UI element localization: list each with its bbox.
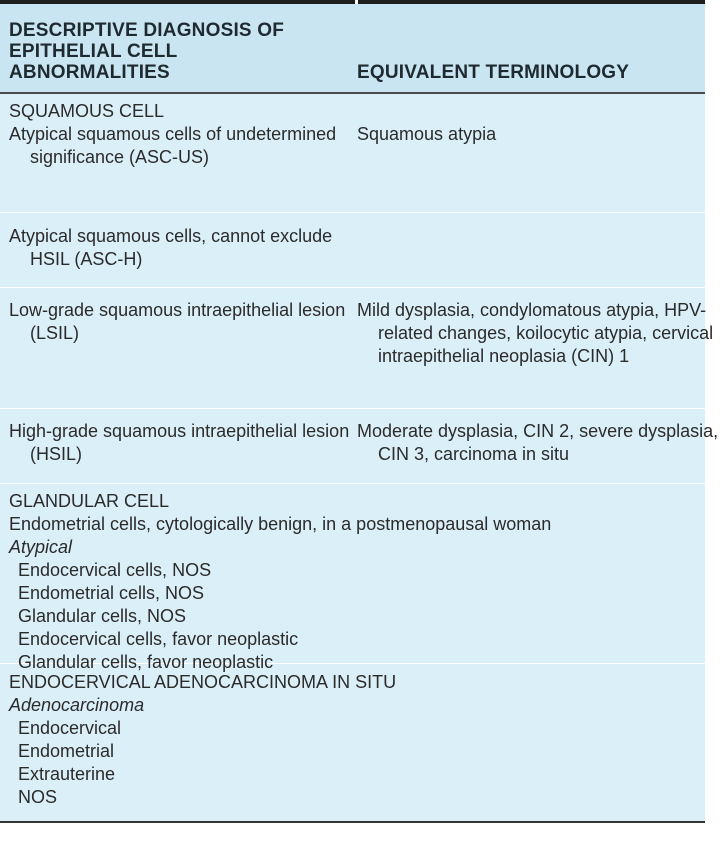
header-equivalent-terminology: EQUIVALENT TERMINOLOGY: [357, 62, 630, 83]
squamous-section-row: SQUAMOUS CELL Atypical squamous cells of…: [0, 94, 705, 213]
list-item: Endocervical cells, NOS: [18, 560, 212, 580]
table-cell-terminology: Squamous atypia: [357, 124, 497, 144]
list-item: Endocervical cells, favor neoplastic: [18, 629, 299, 649]
glandular-section-row: GLANDULAR CELL Endometrial cells, cytolo…: [0, 484, 705, 672]
header-descriptive-diagnosis: DESCRIPTIVE DIAGNOSIS OF EPITHELIAL CELL…: [9, 20, 285, 83]
list-item: Glandular cells, NOS: [18, 606, 187, 626]
list-item: Endometrial cells, NOS: [18, 583, 205, 603]
table-row: Low-grade squamous intraepithelial lesio…: [0, 288, 713, 409]
glandular-subheading-atypical: Atypical: [9, 537, 73, 557]
table-cell-terminology: Moderate dysplasia, CIN 2, severe dyspla…: [357, 421, 719, 464]
table-row: High-grade squamous intraepithelial lesi…: [0, 409, 718, 484]
table-header: DESCRIPTIVE DIAGNOSIS OF EPITHELIAL CELL…: [0, 4, 705, 94]
section-title-adenocarcinoma: ENDOCERVICAL ADENOCARCINOMA IN SITU: [9, 672, 397, 692]
table-cell-diagnosis: Atypical squamous cells of undetermined …: [9, 124, 337, 167]
table-row: Atypical squamous cells, cannot exclude …: [0, 213, 705, 288]
list-item: Extrauterine: [18, 764, 116, 784]
top-rule-left: [0, 0, 355, 4]
adenocarcinoma-section-row: ENDOCERVICAL ADENOCARCINOMA IN SITU Aden…: [0, 664, 705, 821]
table-cell-diagnosis: Low-grade squamous intraepithelial lesio…: [9, 300, 346, 343]
adeno-subheading: Adenocarcinoma: [9, 695, 145, 715]
list-item: NOS: [18, 787, 58, 807]
section-title-squamous: SQUAMOUS CELL: [9, 101, 165, 121]
list-item: Glandular cells, favor neoplastic: [18, 652, 274, 672]
top-rule-right: [358, 0, 705, 4]
glandular-benign-line: Endometrial cells, cytologically benign,…: [9, 514, 552, 534]
table-cell-terminology: Mild dysplasia, condylomatous atypia, HP…: [357, 300, 714, 366]
table-cell-diagnosis: Atypical squamous cells, cannot exclude …: [9, 226, 333, 269]
list-item: Endometrial: [18, 741, 115, 761]
terminology-table: DESCRIPTIVE DIAGNOSIS OF EPITHELIAL CELL…: [0, 4, 718, 821]
table-cell-diagnosis: High-grade squamous intraepithelial lesi…: [9, 421, 350, 464]
section-title-glandular: GLANDULAR CELL: [9, 491, 170, 511]
bottom-rule: [0, 821, 705, 823]
list-item: Endocervical: [18, 718, 122, 738]
